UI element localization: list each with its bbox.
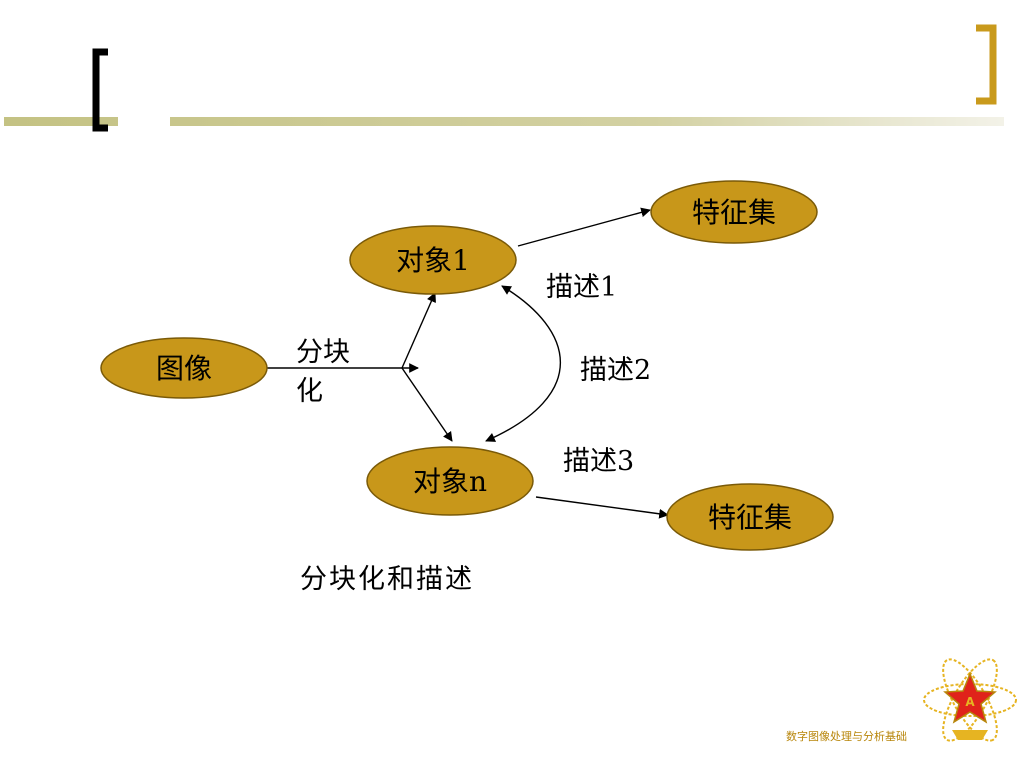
- left-bracket-icon: [92, 48, 108, 132]
- edge-object1-objectn-bidirectional: [485, 285, 561, 442]
- node-objectn-label: 对象n: [413, 465, 487, 498]
- nodes: 图像 对象1 对象n 特征集 特征集: [100, 180, 834, 551]
- node-features-bottom-shape: [666, 483, 834, 551]
- node-object1-label: 对象1: [396, 244, 470, 277]
- node-object1-shape: [349, 225, 517, 295]
- edge-object1-to-features: [517, 207, 651, 247]
- describe2-label: 描述2: [580, 355, 651, 386]
- segment-label-line1: 分块: [296, 337, 350, 368]
- edges: [266, 207, 669, 519]
- node-features-top-shape: [650, 180, 818, 244]
- node-features-top: 特征集: [650, 180, 818, 244]
- node-objectn-shape: [366, 446, 534, 516]
- node-object1: 对象1: [349, 225, 517, 295]
- describe1-label: 描述1: [546, 272, 617, 303]
- node-image: 图像: [100, 337, 268, 399]
- node-features-top-label: 特征集: [692, 196, 776, 229]
- node-features-bottom-label: 特征集: [708, 501, 792, 534]
- header-bar-gap: [118, 115, 170, 128]
- node-features-bottom: 特征集: [666, 483, 834, 551]
- edge-split-to-object1: [401, 292, 436, 369]
- edge-objectn-to-features: [535, 496, 669, 519]
- node-image-label: 图像: [156, 352, 212, 385]
- edge-labels: 分块 化 描述1 描述2 描述3: [296, 272, 651, 477]
- header-bar: [4, 117, 1004, 126]
- node-image-shape: [100, 337, 268, 399]
- describe3-label: 描述3: [563, 446, 634, 477]
- edge-split-to-objectn: [401, 367, 453, 442]
- army-emblem-icon: A: [923, 658, 1017, 742]
- svg-text:A: A: [965, 695, 975, 709]
- course-title-footer: 数字图像处理与分析基础: [786, 729, 907, 743]
- node-objectn: 对象n: [366, 446, 534, 516]
- header-decoration: [4, 24, 1004, 132]
- segment-label-line2: 化: [296, 376, 323, 407]
- right-bracket-icon: [976, 24, 997, 105]
- diagram-caption: 分块化和描述: [300, 564, 474, 595]
